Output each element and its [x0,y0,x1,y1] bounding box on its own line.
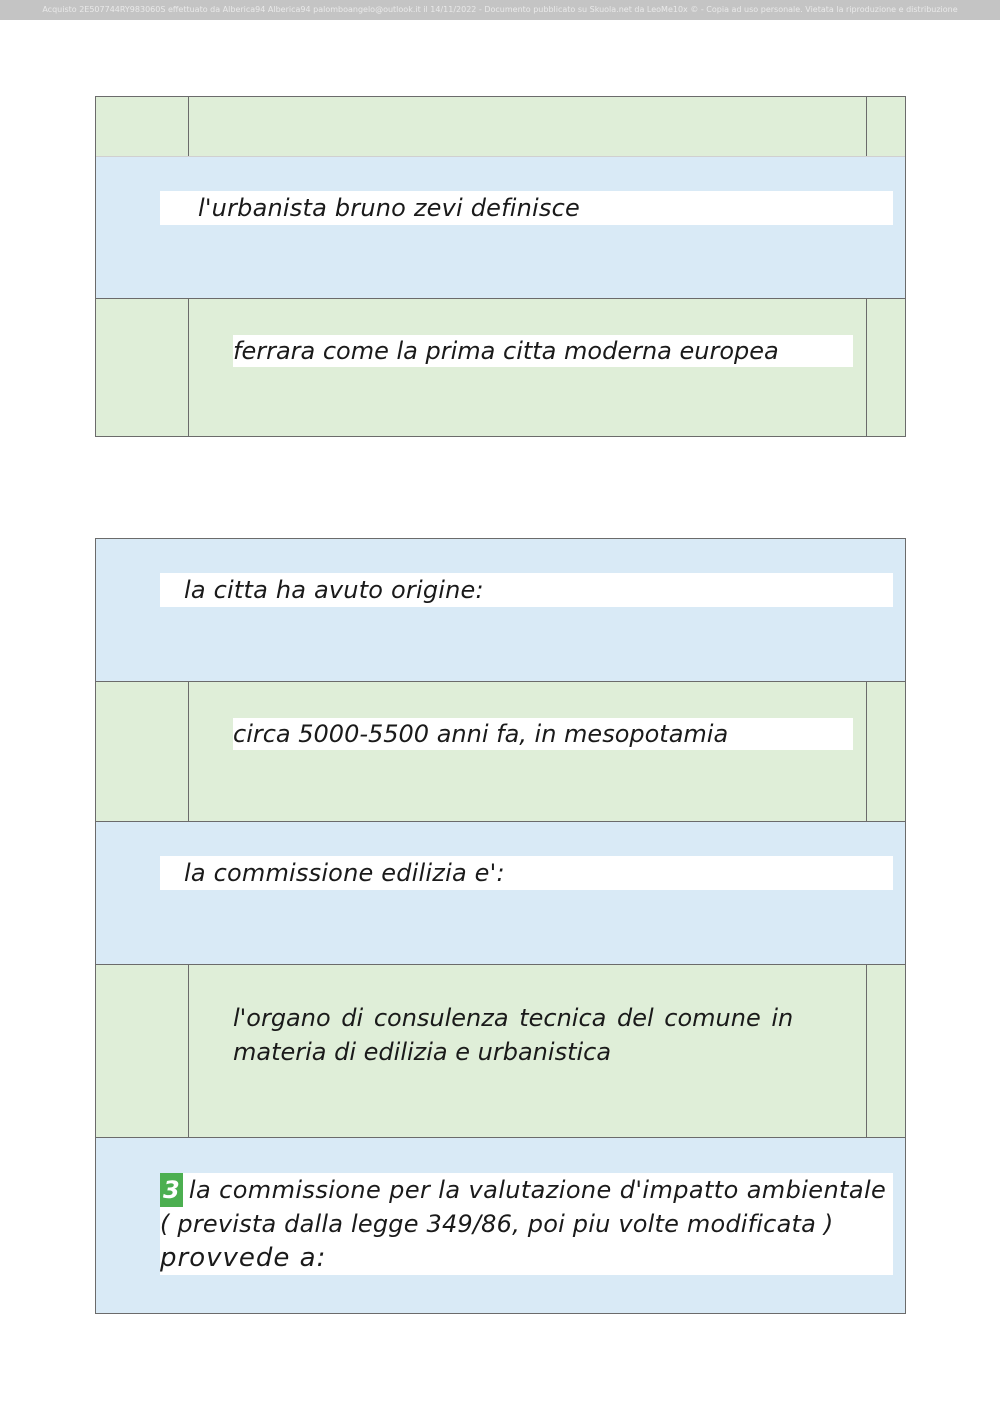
divider-line [866,682,867,821]
divider-line [188,97,189,156]
flashcard-2: la citta ha avuto origine: circa 5000-55… [95,538,906,1314]
answer-text: circa 5000-5500 anni fa, in mesopotamia [233,718,853,750]
question-row: l'urbanista bruno zevi definisce [96,156,905,298]
question-number-badge: 3 [160,1173,183,1207]
divider-line [188,682,189,821]
answer-line: l'organo di consulenza tecnica del comun… [233,1004,794,1032]
flashcard-1: l'urbanista bruno zevi definisce ferrara… [95,96,906,437]
question-line: provvede a: [160,1243,327,1273]
answer-line: materia di edilizia e urbanistica [233,1038,612,1066]
divider-line [188,299,189,436]
question-text: l'urbanista bruno zevi definisce [160,191,893,225]
card-header-row [96,97,905,156]
question-line: ( prevista dalla legge 349/86, poi piu v… [160,1210,834,1238]
divider-line [866,299,867,436]
question-text: la citta ha avuto origine: [160,573,893,607]
divider-line [188,965,189,1137]
copyright-watermark: Acquisto 2E507744RY983060S effettuato da… [0,0,1000,20]
answer-text: ferrara come la prima citta moderna euro… [233,335,853,367]
answer-row: circa 5000-5500 anni fa, in mesopotamia [96,681,905,822]
divider-line [866,97,867,156]
answer-row: l'organo di consulenza tecnica del comun… [96,964,905,1138]
question-row: la commissione edilizia e': [96,822,905,964]
question-text: la commissione edilizia e': [160,856,893,890]
divider-line [866,965,867,1137]
answer-text: l'organo di consulenza tecnica del comun… [233,1001,853,1069]
answer-row: ferrara come la prima citta moderna euro… [96,298,905,436]
question-row: la citta ha avuto origine: [96,539,905,681]
